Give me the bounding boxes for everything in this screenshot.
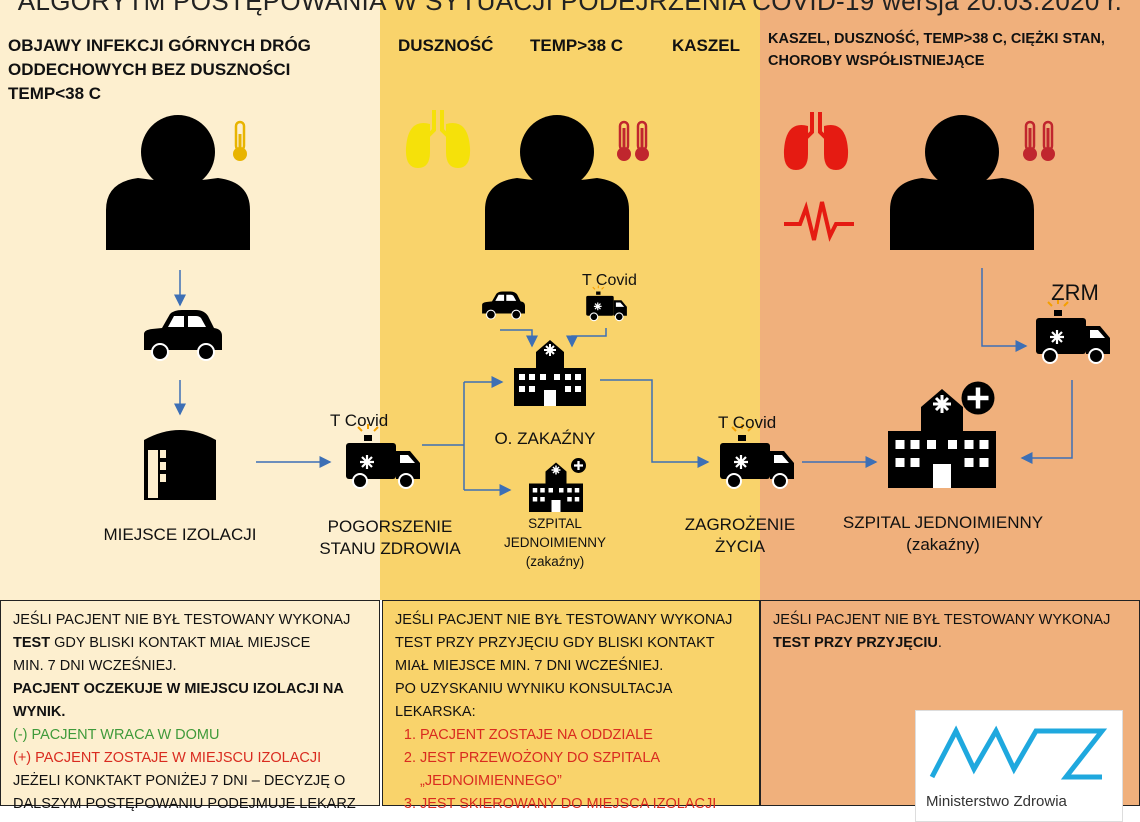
list-item: JEST PRZEWOŻONY DO SZPITALA „JEDNOIMIENN… <box>420 747 747 793</box>
thermometer-icon-red <box>1039 120 1057 163</box>
box-line: MIAŁ MIEJSCE MIN. 7 DNI WCZEŚNIEJ. <box>395 658 664 674</box>
label-t-covid-2: T Covid <box>718 413 777 432</box>
thermometer-icon-red <box>615 120 633 163</box>
box-text: GDY BLISKI KONTAKT MIAŁ MIEJSCE <box>50 635 311 651</box>
label-life-threat-line: ŻYCIA <box>714 537 766 556</box>
box-line: PACJENT OCZEKUJE W MIEJSCU IZOLACJI NA <box>13 681 344 697</box>
header-severe: KASZEL, DUSZNOŚĆ, TEMP>38 C, CIĘŻKI STAN… <box>768 28 1138 72</box>
header-mild-line: TEMP<38 C <box>8 84 102 103</box>
diagram-graphics <box>106 108 1112 513</box>
box-line: JEŚLI PACJENT NIE BYŁ TESTOWANY WYKONAJ <box>13 612 351 628</box>
label-infectious-ward: O. ZAKAŹNY <box>494 429 596 448</box>
box-line: JEŚLI PACJENT NIE BYŁ TESTOWANY WYKONAJ <box>773 612 1111 628</box>
page-title: ALGORYTM POSTĘPOWANIA W SYTUACJI PODEJRZ… <box>17 0 1123 16</box>
box-line: JEŻELI KONKTAKT PONIŻEJ 7 DNI – DECYZJĘ … <box>13 773 346 789</box>
person-icon-mild <box>106 115 250 250</box>
header-temp: TEMP>38 C <box>530 36 624 55</box>
label-hospital-small-line: (zakaźny) <box>525 554 585 569</box>
label-worsening-line: STANU ZDROWIA <box>319 539 461 558</box>
label-zrm: ZRM <box>1051 280 1099 305</box>
box-positive-result: (+) PACJENT ZOSTAJE W MIEJSCU IZOLACJI <box>13 750 322 766</box>
column-severe <box>760 0 1140 600</box>
car-icon <box>143 309 223 361</box>
person-icon-moderate <box>485 115 629 250</box>
label-worsening: POGORSZENIE STANU ZDROWIA <box>300 516 480 560</box>
person-icon-severe <box>890 115 1034 250</box>
ambulance-icon-t-covid <box>344 422 422 490</box>
hospital-icon-infectious-ward <box>513 339 587 407</box>
box-bold-text: TEST PRZY PRZYJĘCIU <box>773 635 938 651</box>
header-mild-line: ODDECHOWYCH BEZ DUSZNOŚCI <box>8 60 291 79</box>
label-isolation: MIEJSCE IZOLACJI <box>103 525 257 544</box>
car-icon-small <box>481 290 526 320</box>
info-box-mild: JEŚLI PACJENT NIE BYŁ TESTOWANY WYKONAJ … <box>0 600 380 812</box>
thermometer-icon-red <box>1021 120 1039 163</box>
ministry-logo: Ministerstwo Zdrowia <box>915 710 1123 822</box>
label-hospital-line: (zakaźny) <box>906 535 980 554</box>
header-cough: KASZEL <box>672 36 740 55</box>
label-worsening-line: POGORSZENIE <box>327 517 453 536</box>
header-severe-line: CHOROBY WSPÓŁISTNIEJĄCE <box>768 53 985 69</box>
box-line: TEST PRZY PRZYJĘCIU. <box>773 632 1127 655</box>
header-mild: OBJAWY INFEKCJI GÓRNYCH DRÓG ODDECHOWYCH… <box>8 34 378 106</box>
box-line: WYNIK. <box>13 704 66 720</box>
label-life-threat-line: ZAGROŻENIE <box>684 515 796 534</box>
box-line: MIN. 7 DNI WCZEŚNIEJ. <box>13 658 177 674</box>
logo-mark-icon <box>929 725 1108 780</box>
box-text: . <box>937 635 942 651</box>
label-t-covid: T Covid <box>330 411 389 430</box>
thermometer-icon-yellow <box>231 120 249 163</box>
box-negative-result: (-) PACJENT WRACA W DOMU <box>13 727 220 743</box>
box-line: PO UZYSKANIU WYNIKU KONSULTACJA <box>395 681 673 697</box>
thermometer-icon-red <box>633 120 651 163</box>
info-box-moderate: JEŚLI PACJENT NIE BYŁ TESTOWANY WYKONAJ … <box>382 600 760 812</box>
lungs-icon-yellow <box>403 108 473 170</box>
box-line: DALSZYM POSTĘPOWANIU PODEJMUJE LEKARZ <box>13 796 356 812</box>
header-mild-line: OBJAWY INFEKCJI GÓRNYCH DRÓG <box>8 36 311 55</box>
logo-text: Ministerstwo Zdrowia <box>926 793 1067 810</box>
label-single-name-hospital: SZPITAL JEDNOIMIENNY (zakaźny) <box>828 512 1058 556</box>
lungs-icon-red <box>781 110 851 172</box>
isolation-building-icon <box>144 430 216 500</box>
consultation-list: PACJENT ZOSTAJE NA ODDZIALE JEST PRZEWOŻ… <box>395 724 747 816</box>
list-item: JEST SKIEROWANY DO MIEJSCA IZOLACJI <box>420 793 747 816</box>
label-single-name-hospital-small: SZPITAL JEDNOIMIENNY (zakaźny) <box>490 514 620 571</box>
box-bold-text: TEST <box>13 635 51 651</box>
label-hospital-line: SZPITAL JEDNOIMIENNY <box>842 513 1044 532</box>
ambulance-icon-zrm <box>1034 297 1112 365</box>
label-t-covid-small: T Covid <box>582 272 637 289</box>
label-hospital-small-line: SZPITAL <box>528 516 582 531</box>
box-line: LEKARSKA: <box>395 704 476 720</box>
box-line: JEŚLI PACJENT NIE BYŁ TESTOWANY WYKONAJ <box>395 612 733 628</box>
label-hospital-small-line: JEDNOIMIENNY <box>503 535 606 550</box>
hospital-plus-icon-large <box>886 381 998 490</box>
hospital-plus-icon-small <box>528 458 586 513</box>
box-line: TEST PRZY PRZYJĘCIU GDY BLISKI KONTAKT <box>395 635 715 651</box>
header-severe-line: KASZEL, DUSZNOŚĆ, TEMP>38 C, CIĘŻKI STAN… <box>768 31 1105 47</box>
label-life-threat: ZAGROŻENIE ŻYCIA <box>680 514 800 558</box>
heartbeat-icon <box>784 201 854 242</box>
list-item: PACJENT ZOSTAJE NA ODDZIALE <box>420 724 747 747</box>
box-line: TEST GDY BLISKI KONTAKT MIAŁ MIEJSCE <box>13 632 367 655</box>
header-dyspnea: DUSZNOŚĆ <box>398 36 494 55</box>
